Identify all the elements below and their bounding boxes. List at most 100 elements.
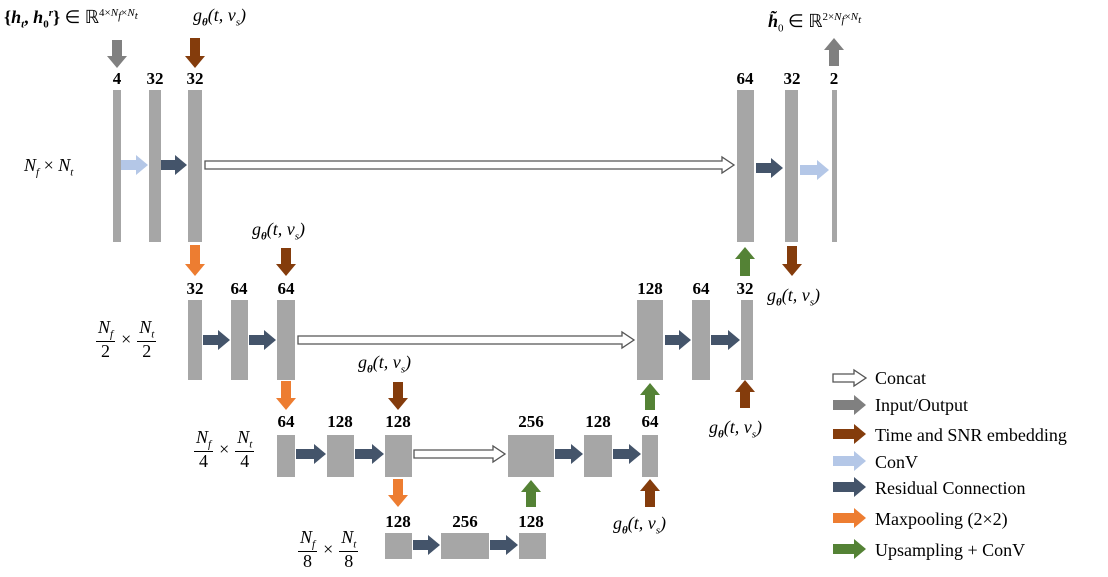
legend-label-maxpool: Maxpooling (2×2) — [875, 509, 1008, 529]
embed-label-l1-dec: gθ(t, vs) — [767, 285, 821, 309]
embed-arrow-l1-enc — [185, 38, 205, 68]
residual-arrow-l1-enc — [161, 155, 187, 175]
legend-label-embed: Time and SNR embedding — [875, 425, 1067, 445]
ch-l2-3: 128 — [637, 279, 663, 298]
residual-arrow-l2-c — [665, 330, 691, 350]
residual-arrow-l4-a — [413, 535, 440, 555]
pool-arrow-l3 — [388, 479, 408, 507]
legend-icon-residual — [833, 477, 866, 497]
residual-arrow-l1-dec — [756, 158, 783, 178]
input-formula: {ht, h0r} ∈ ℝ4×Nf×Nt — [4, 7, 138, 31]
ch-l1-3: 64 — [736, 69, 754, 88]
embed-label-l3-enc: gθ(t, vs) — [358, 352, 412, 376]
ch-l1-4: 32 — [783, 69, 801, 88]
residual-arrow-l3-d — [613, 444, 641, 464]
concat-arrow-l1 — [204, 155, 736, 175]
block-l3-4 — [584, 435, 612, 477]
ch-l1-5: 2 — [829, 69, 839, 88]
up-arrow-l3 — [521, 480, 541, 507]
embed-label-l2-enc: gθ(t, vs) — [252, 219, 306, 243]
conv-arrow-l1-in — [121, 155, 148, 175]
embed-label-l2-dec: gθ(t, vs) — [709, 417, 763, 441]
legend-icon-embed — [833, 424, 866, 444]
block-l3-1 — [327, 435, 354, 477]
ch-l4-2: 128 — [518, 512, 544, 531]
block-l2-1 — [231, 300, 248, 380]
pool-arrow-l1 — [185, 245, 205, 276]
block-l2-2 — [277, 300, 295, 380]
block-l1-1 — [149, 90, 161, 242]
ch-l3-1: 128 — [327, 412, 353, 431]
block-l1-0 — [113, 90, 121, 242]
block-l2-5 — [741, 300, 753, 380]
legend-icon-concat — [832, 368, 868, 388]
block-l1-5 — [832, 90, 837, 242]
residual-arrow-l3-a — [296, 444, 326, 464]
up-arrow-l2 — [640, 383, 660, 410]
concat-arrow-l3 — [413, 444, 507, 464]
conv-arrow-l1-out — [800, 160, 829, 180]
residual-arrow-l4-b — [490, 535, 518, 555]
block-l2-4 — [692, 300, 710, 380]
ch-l2-4: 64 — [692, 279, 710, 298]
block-l1-2 — [188, 90, 202, 242]
block-l4-2 — [519, 533, 546, 559]
embed-arrow-l3-enc — [388, 382, 408, 410]
legend-icon-maxpool — [833, 508, 866, 528]
embed-label-l3-dec: gθ(t, vs) — [613, 513, 667, 537]
ch-l1-0: 4 — [112, 69, 122, 88]
ch-l2-2: 64 — [277, 279, 295, 298]
ch-l1-1: 32 — [146, 69, 164, 88]
block-l2-0 — [188, 300, 202, 380]
block-l3-5 — [642, 435, 658, 477]
residual-arrow-l3-c — [555, 444, 583, 464]
legend-icon-io — [833, 395, 866, 415]
residual-arrow-l2-a — [203, 330, 230, 350]
embed-label-l1-enc: gθ(t, vs) — [193, 5, 247, 29]
residual-arrow-l2-d — [711, 330, 740, 350]
legend-label-upsample: Upsampling + ConV — [875, 540, 1026, 560]
ch-l2-1: 64 — [230, 279, 248, 298]
block-l4-1 — [441, 533, 489, 559]
block-l1-3 — [737, 90, 754, 242]
legend-label-residual: Residual Connection — [875, 478, 1026, 498]
block-l4-0 — [385, 533, 412, 559]
block-l3-2 — [385, 435, 412, 477]
concat-arrow-l2 — [297, 330, 636, 350]
ch-l3-0: 64 — [277, 412, 295, 431]
ch-l3-4: 128 — [585, 412, 611, 431]
legend-label-concat: Concat — [875, 368, 926, 388]
block-l2-3 — [637, 300, 663, 380]
residual-arrow-l3-b — [355, 444, 384, 464]
input-arrow — [107, 40, 127, 68]
up-arrow-l1 — [735, 247, 755, 276]
embed-arrow-l1-dec — [782, 246, 802, 276]
ch-l2-0: 32 — [186, 279, 204, 298]
ch-l3-3: 256 — [518, 412, 544, 431]
legend-icon-conv — [833, 451, 866, 471]
ch-l4-1: 256 — [452, 512, 478, 531]
embed-arrow-l2-dec — [735, 380, 755, 408]
ch-l4-0: 128 — [385, 512, 411, 531]
block-l3-3 — [508, 435, 554, 477]
embed-arrow-l2-enc — [276, 248, 296, 276]
ch-l2-5: 32 — [736, 279, 754, 298]
output-arrow — [824, 38, 844, 66]
block-l1-4 — [785, 90, 798, 242]
block-l3-0 — [277, 435, 295, 477]
legend-label-io: Input/Output — [875, 395, 968, 415]
ch-l1-2: 32 — [186, 69, 204, 88]
ch-l3-5: 64 — [641, 412, 659, 431]
pool-arrow-l2 — [276, 381, 296, 410]
legend-icon-upsample — [833, 539, 866, 559]
level1-label: Nf × Nt — [24, 155, 74, 179]
embed-arrow-l3-dec — [640, 479, 660, 507]
ch-l3-2: 128 — [385, 412, 411, 431]
legend-label-conv: ConV — [875, 452, 919, 472]
residual-arrow-l2-b — [249, 330, 276, 350]
